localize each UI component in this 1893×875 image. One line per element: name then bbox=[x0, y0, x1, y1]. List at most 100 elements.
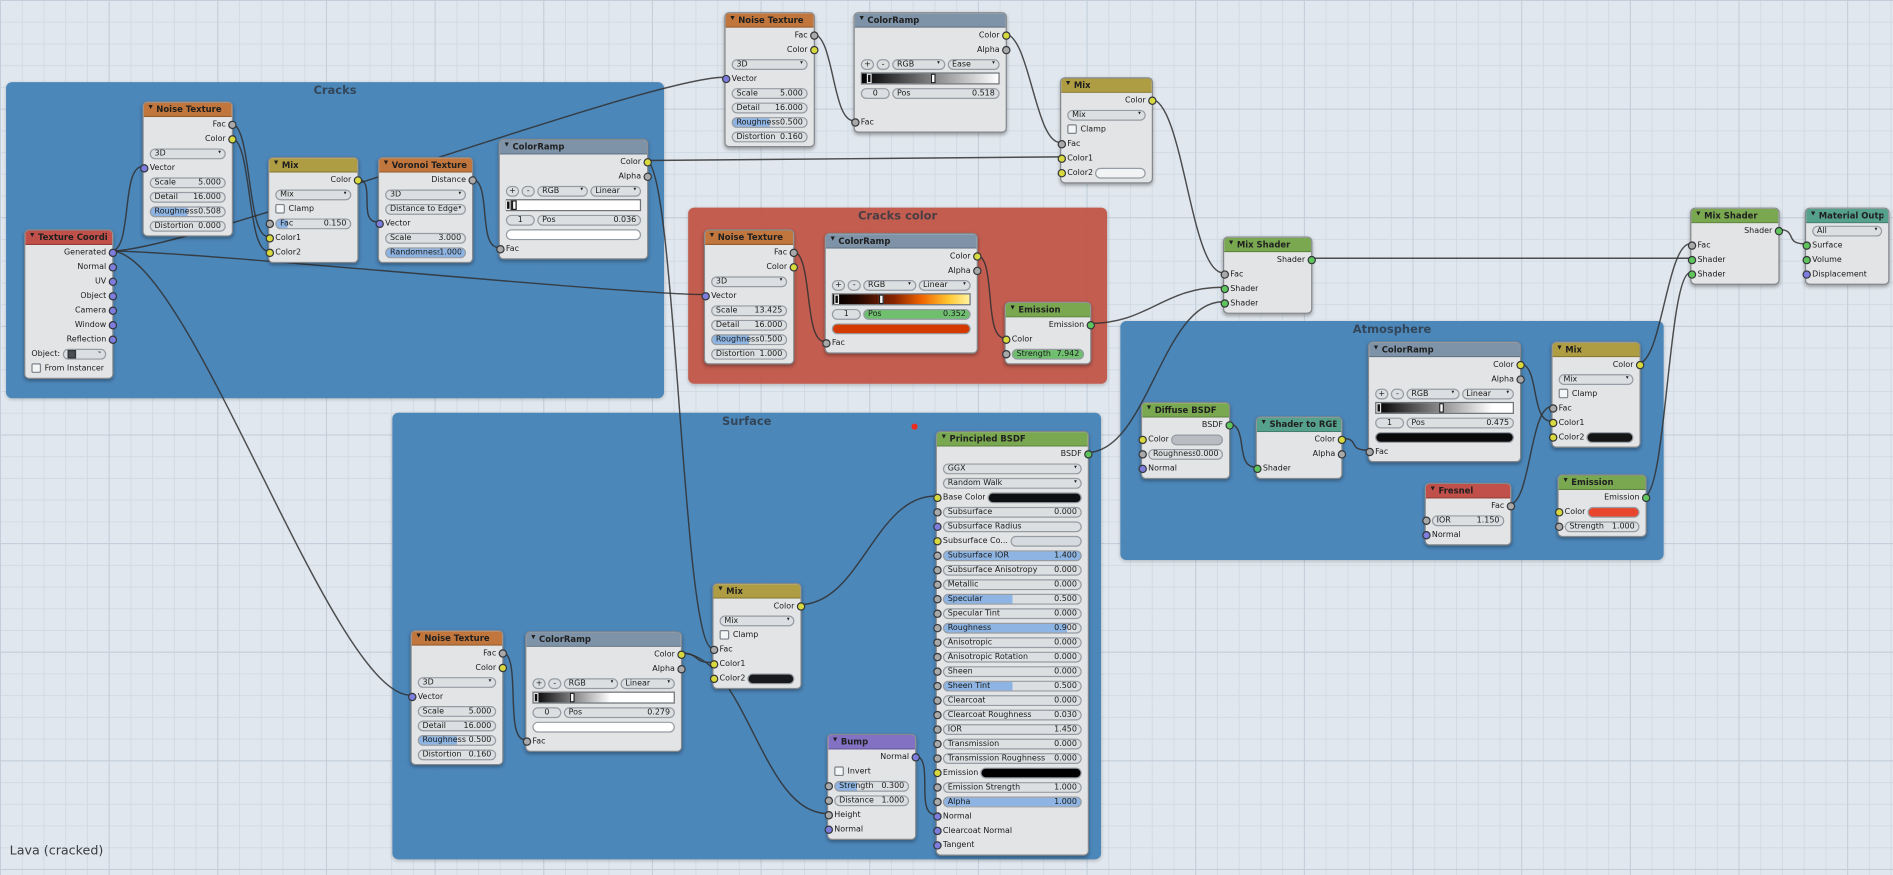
checkbox-clamp[interactable]: Clamp bbox=[1067, 124, 1106, 134]
socket-out-fac[interactable] bbox=[498, 648, 507, 658]
socket-out-color[interactable] bbox=[498, 663, 507, 672]
dropdown-3d[interactable]: 3D▾ bbox=[417, 676, 497, 688]
node-header[interactable]: ▼ColorRamp bbox=[526, 632, 681, 647]
ramp-stop[interactable] bbox=[534, 692, 539, 703]
socket-out-shader[interactable] bbox=[1306, 255, 1316, 264]
socket-in-clearcoat-roughness[interactable] bbox=[932, 710, 942, 719]
socket-in-specular-tint[interactable] bbox=[932, 608, 942, 618]
socket-out-uv[interactable] bbox=[108, 276, 117, 286]
color-swatch-color[interactable] bbox=[1587, 506, 1640, 518]
interpolation-dropdown[interactable]: Linear▾ bbox=[590, 185, 642, 197]
socket-in-surface[interactable] bbox=[1801, 240, 1811, 250]
color-swatch[interactable] bbox=[831, 322, 971, 334]
socket-out-color[interactable] bbox=[227, 134, 237, 144]
socket-out-color[interactable] bbox=[1515, 360, 1525, 369]
socket-in-color1[interactable] bbox=[709, 659, 718, 669]
object-field[interactable]: ✎ bbox=[62, 348, 107, 360]
socket-in-shader[interactable] bbox=[1219, 298, 1229, 308]
node-header[interactable]: ▼Noise Texture bbox=[411, 631, 503, 646]
socket-in-fac[interactable] bbox=[522, 736, 531, 746]
ramp-stop[interactable] bbox=[834, 294, 840, 305]
checkbox-box[interactable] bbox=[31, 363, 42, 373]
add-stop-button[interactable]: + bbox=[532, 677, 546, 689]
socket-in-subsurface-radius[interactable] bbox=[932, 521, 942, 531]
node-header[interactable]: ▼Principled BSDF bbox=[936, 432, 1088, 447]
stop-index-field[interactable]: 1 bbox=[1375, 416, 1405, 428]
socket-out-reflection[interactable] bbox=[108, 334, 117, 344]
node-header[interactable]: ▼Mix bbox=[1061, 78, 1152, 93]
color-swatch-color2[interactable] bbox=[1095, 167, 1146, 179]
socket-in-color2[interactable] bbox=[709, 674, 718, 683]
dropdown-distance-to-edge[interactable]: Distance to Edge▾ bbox=[385, 203, 467, 215]
node-output[interactable]: ▼Material OutputAll▾SurfaceVolumeDisplac… bbox=[1801, 207, 1890, 285]
node-header[interactable]: ▼Mix Shader bbox=[1691, 208, 1779, 224]
socket-out-color[interactable] bbox=[809, 45, 818, 54]
socket-out-color[interactable] bbox=[676, 649, 686, 659]
socket-in-color1[interactable] bbox=[1548, 418, 1557, 427]
checkbox-clamp[interactable]: Clamp bbox=[275, 203, 314, 214]
dropdown-random-walk[interactable]: Random Walk▾ bbox=[942, 477, 1082, 489]
node-header[interactable]: ▼Material Output bbox=[1806, 208, 1889, 224]
socket-in-vector[interactable] bbox=[407, 692, 416, 701]
socket-in-emission-strength[interactable] bbox=[932, 782, 942, 792]
socket-in-fac[interactable] bbox=[821, 338, 831, 347]
socket-in-roughness[interactable] bbox=[932, 623, 942, 632]
dropdown-mix[interactable]: Mix▾ bbox=[719, 614, 795, 626]
dropdown-all[interactable]: All▾ bbox=[1812, 225, 1883, 236]
socket-in-color2[interactable] bbox=[1548, 432, 1557, 442]
dropdown-ggx[interactable]: GGX▾ bbox=[942, 462, 1082, 474]
color-swatch-subsurface-co[interactable] bbox=[1010, 535, 1082, 547]
socket-in-shader[interactable] bbox=[1687, 269, 1696, 279]
color-mode-dropdown[interactable]: RGB▾ bbox=[863, 279, 916, 291]
socket-in-ior[interactable] bbox=[1421, 515, 1431, 525]
socket-out-fac[interactable] bbox=[788, 248, 798, 257]
add-stop-button[interactable]: + bbox=[505, 185, 520, 197]
interpolation-dropdown[interactable]: Ease▾ bbox=[947, 58, 1000, 70]
color-swatch-color2[interactable] bbox=[747, 672, 795, 684]
socket-out-object[interactable] bbox=[108, 291, 117, 300]
remove-stop-button[interactable]: - bbox=[847, 279, 861, 291]
collapse-icon[interactable]: ▼ bbox=[833, 737, 838, 744]
socket-in-vector[interactable] bbox=[139, 163, 148, 172]
node-header[interactable]: ▼Emission bbox=[1005, 302, 1091, 318]
ramp-stop[interactable] bbox=[930, 73, 936, 84]
collapse-icon[interactable]: ▼ bbox=[416, 633, 421, 640]
collapse-icon[interactable]: ▼ bbox=[709, 233, 715, 240]
collapse-icon[interactable]: ▼ bbox=[859, 15, 864, 23]
socket-out-alpha[interactable] bbox=[642, 171, 652, 181]
collapse-icon[interactable]: ▼ bbox=[531, 635, 536, 642]
checkbox-box[interactable] bbox=[719, 630, 730, 640]
color-mode-dropdown[interactable]: RGB▾ bbox=[892, 58, 945, 70]
dropdown-mix[interactable]: Mix▾ bbox=[1067, 109, 1146, 121]
